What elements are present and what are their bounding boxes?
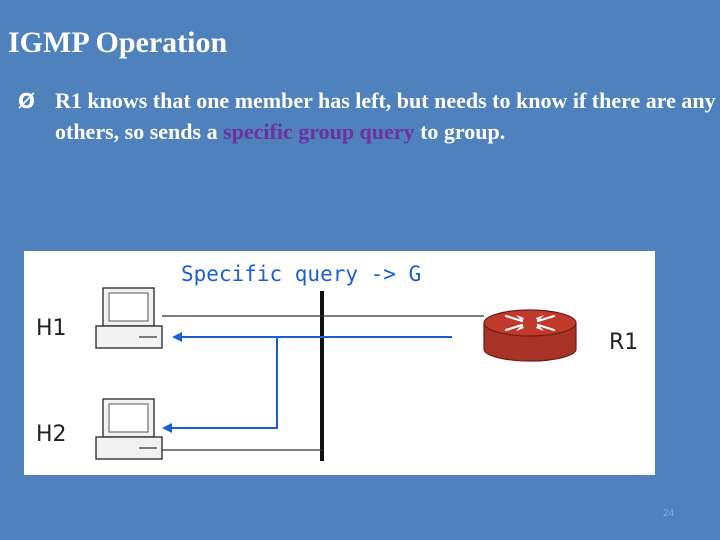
host2-label: H2 — [36, 422, 67, 447]
router-label: R1 — [609, 330, 638, 355]
page-number: 24 — [663, 508, 674, 519]
host2-computer-icon — [96, 399, 162, 459]
diagram-caption: Specific query -> G — [181, 262, 421, 286]
host1-label: H1 — [36, 316, 67, 341]
bullet-text-highlight: specific group query — [223, 119, 414, 144]
query-arrow-h2 — [164, 337, 277, 428]
network-diagram: Specific query -> G H1 H2 — [24, 251, 655, 475]
bullet-text-after: to group. — [415, 119, 506, 144]
router-icon — [484, 310, 576, 361]
bullet-arrow-icon: Ø — [18, 86, 35, 116]
slide-title: IGMP Operation — [8, 28, 227, 58]
bullet-text: R1 knows that one member has left, but n… — [55, 86, 720, 148]
host1-computer-icon — [96, 288, 162, 348]
